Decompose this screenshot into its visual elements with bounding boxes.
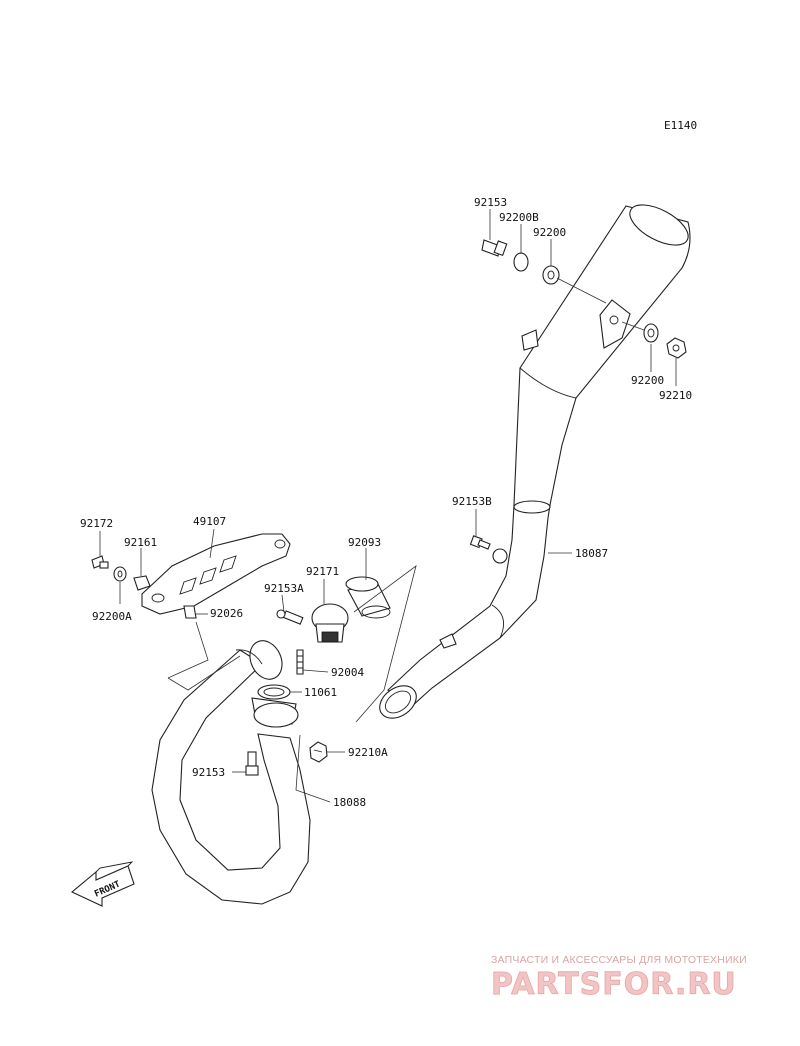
gasket-11061[interactable] [257,684,291,700]
collar-92026[interactable] [183,605,197,619]
label-92153A: 92153A [264,582,304,595]
label-92153B: 92153B [452,495,492,508]
label-92093: 92093 [348,536,381,549]
bolt-92153-bottom[interactable] [245,751,259,776]
label-92171: 92171 [306,565,339,578]
label-92153-top: 92153 [474,196,507,209]
washer-92200-top[interactable] [542,265,560,285]
label-92200B: 92200B [499,211,539,224]
muffler-18087[interactable] [374,197,695,725]
label-18088: 18088 [333,796,366,809]
nut-92210A[interactable] [309,741,328,763]
watermark-brand: PARTSFOR.RU [491,967,737,1002]
nut-92210[interactable] [666,337,687,359]
bolt-92153A[interactable] [276,609,304,625]
label-92210: 92210 [659,389,692,402]
label-92200A: 92200A [92,610,132,623]
label-92172: 92172 [80,517,113,530]
stud-92004[interactable] [296,649,304,675]
label-92004: 92004 [331,666,364,679]
washer-92200A[interactable] [113,566,127,582]
diagram-ref-code: E1140 [664,119,697,132]
label-92200-top: 92200 [533,226,566,239]
front-direction-arrow: FRONT [70,861,135,907]
label-92210A: 92210A [348,746,388,759]
clamp-92171[interactable] [311,603,349,643]
exhaust-pipe-18088[interactable] [151,636,311,905]
label-92026: 92026 [210,607,243,620]
label-92200-right: 92200 [631,374,664,387]
washer-92200-right[interactable] [643,323,659,343]
collar-92161[interactable] [133,575,151,591]
heat-guard-49107[interactable] [141,533,291,615]
label-92153-bottom: 92153 [192,766,225,779]
bolt-92153B[interactable] [469,535,491,550]
bolt-92153-top[interactable] [481,239,508,257]
label-18087: 18087 [575,547,608,560]
label-92161: 92161 [124,536,157,549]
watermark-tagline: ЗАПЧАСТИ И АКСЕССУАРЫ ДЛЯ МОТОТЕХНИКИ [491,954,747,966]
gasket-92093[interactable] [345,576,391,619]
washer-92200B[interactable] [513,252,529,272]
label-49107: 49107 [193,515,226,528]
bolt-92172[interactable] [91,555,109,569]
label-11061: 11061 [304,686,337,699]
